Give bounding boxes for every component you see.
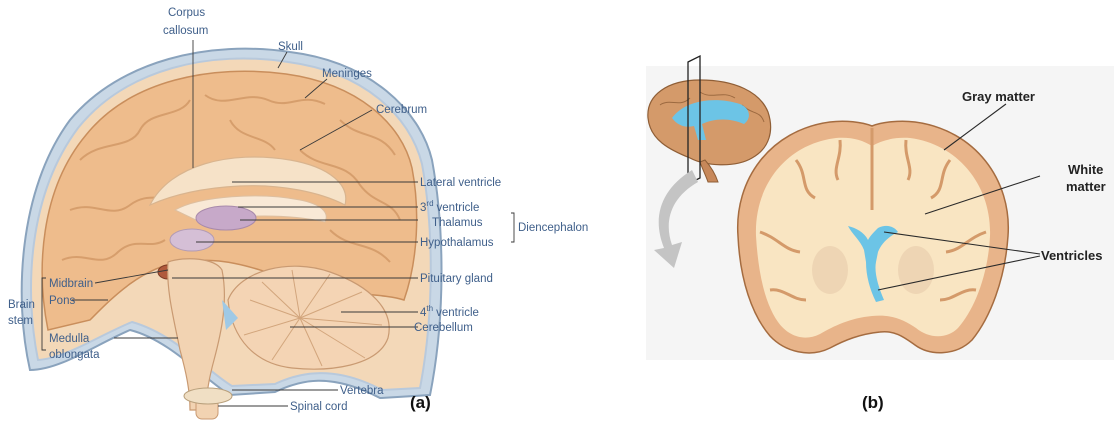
- label-pituitary-gland: Pituitary gland: [420, 273, 493, 285]
- thalamus-illustration: [196, 206, 256, 230]
- label-medulla-2: oblongata: [49, 349, 100, 361]
- label-vertebra: Vertebra: [340, 385, 384, 397]
- label-white-matter-1: White: [1068, 162, 1103, 177]
- label-lateral-ventricle: Lateral ventricle: [420, 177, 501, 189]
- label-corpus-callosum-1: Corpus: [168, 7, 205, 19]
- label-brain-stem-2: stem: [8, 315, 33, 327]
- deep-nuclei-right: [898, 246, 934, 294]
- label-hypothalamus: Hypothalamus: [420, 237, 494, 249]
- label-skull: Skull: [278, 41, 303, 53]
- vertebra-illustration: [184, 388, 232, 404]
- caption-b: (b): [862, 393, 884, 412]
- label-medulla-1: Medulla: [49, 333, 90, 345]
- label-pons: Pons: [49, 295, 75, 307]
- label-gray-matter: Gray matter: [962, 89, 1035, 104]
- label-spinal-cord: Spinal cord: [290, 401, 348, 413]
- label-ventricles: Ventricles: [1041, 248, 1102, 263]
- label-diencephalon: Diencephalon: [518, 222, 588, 234]
- label-midbrain: Midbrain: [49, 278, 93, 290]
- label-meninges: Meninges: [322, 68, 372, 80]
- panel-b-coronal-section: Gray matter White matter Ventricles (b): [646, 56, 1114, 412]
- deep-nuclei-left: [812, 246, 848, 294]
- label-cerebrum: Cerebrum: [376, 104, 427, 116]
- label-corpus-callosum-2: callosum: [163, 25, 208, 37]
- label-brain-stem-1: Brain: [8, 299, 35, 311]
- brain-stem-illustration: [168, 259, 225, 410]
- panel-a-sagittal-brain: Corpus callosum Skull Meninges Cerebrum …: [8, 7, 588, 419]
- hypothalamus-illustration: [170, 229, 214, 251]
- label-thalamus: Thalamus: [432, 217, 483, 229]
- caption-a: (a): [410, 393, 431, 412]
- label-white-matter-2: matter: [1066, 179, 1106, 194]
- label-cerebellum: Cerebellum: [414, 322, 473, 334]
